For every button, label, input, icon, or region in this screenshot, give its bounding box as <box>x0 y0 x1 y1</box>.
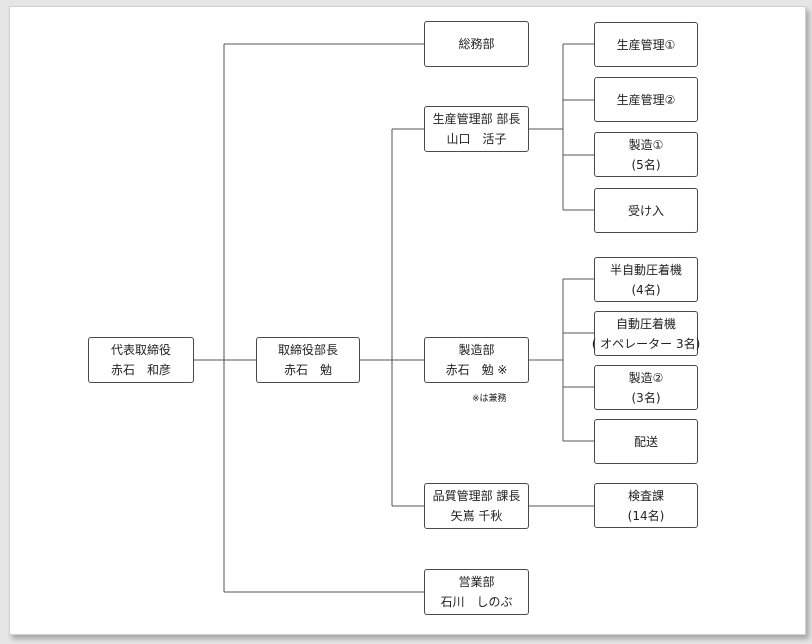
ceo-title: 代表取締役 <box>110 343 171 357</box>
ceo-box: 代表取締役 赤石 和彦 <box>88 337 194 383</box>
manufacturing-box: 製造部 赤石 勉 ※ <box>424 337 529 383</box>
director-title: 取締役部長 <box>277 343 338 357</box>
manufacturing-unit-headcount: (3名) <box>631 390 661 405</box>
quality-unit-headcount: (14名) <box>627 508 665 523</box>
manufacturing-title: 製造部 <box>458 343 495 357</box>
sales-box: 営業部 石川 しのぶ <box>424 569 529 615</box>
production-unit-box: 製造① (5名) <box>594 132 698 177</box>
general-affairs-box: 総務部 <box>424 21 529 67</box>
quality-management-title: 品質管理部 課長 <box>432 489 521 503</box>
sales-title: 営業部 <box>458 575 495 589</box>
production-unit-headcount: (5名) <box>631 157 661 172</box>
production-unit-label: 受け入 <box>627 203 664 218</box>
manufacturing-unit-headcount: ( オペレーター 3名) <box>591 336 701 351</box>
manufacturing-unit-label: 半自動圧着機 <box>609 262 682 277</box>
manufacturing-unit-label: 自動圧着機 <box>615 316 676 331</box>
quality-unit-label: 検査課 <box>627 488 664 503</box>
production-unit-box: 受け入 <box>594 188 698 233</box>
quality-unit-box: 検査課 (14名) <box>594 483 698 528</box>
production-unit-label: 製造① <box>628 137 664 152</box>
director-name: 赤石 勉 <box>283 363 332 377</box>
concurrent-post-note: ※は兼務 <box>472 394 507 404</box>
production-unit-box: 生産管理① <box>594 22 698 67</box>
manufacturing-unit-label: 配送 <box>633 434 658 449</box>
production-management-box: 生産管理部 部長 山口 活子 <box>424 106 529 152</box>
manufacturing-manager: 赤石 勉 ※ <box>445 363 508 377</box>
quality-management-manager: 矢嶌 千秋 <box>450 509 503 523</box>
production-unit-label: 生産管理② <box>616 92 676 107</box>
manufacturing-unit-box: 配送 <box>594 419 698 464</box>
production-unit-box: 生産管理② <box>594 77 698 122</box>
manufacturing-unit-box: 半自動圧着機 (4名) <box>594 257 698 302</box>
manufacturing-unit-box: 自動圧着機 ( オペレーター 3名) <box>591 311 701 356</box>
production-management-title: 生産管理部 部長 <box>432 112 521 126</box>
manufacturing-unit-label: 製造② <box>628 370 664 385</box>
quality-management-box: 品質管理部 課長 矢嶌 千秋 <box>424 483 529 529</box>
general-affairs-title: 総務部 <box>458 37 495 51</box>
production-management-manager: 山口 活子 <box>446 132 507 146</box>
ceo-name: 赤石 和彦 <box>110 363 171 377</box>
sales-manager: 石川 しのぶ <box>440 595 513 609</box>
production-unit-label: 生産管理① <box>616 37 676 52</box>
director-box: 取締役部長 赤石 勉 <box>256 337 360 383</box>
manufacturing-unit-box: 製造② (3名) <box>594 365 698 410</box>
manufacturing-unit-headcount: (4名) <box>631 282 661 297</box>
